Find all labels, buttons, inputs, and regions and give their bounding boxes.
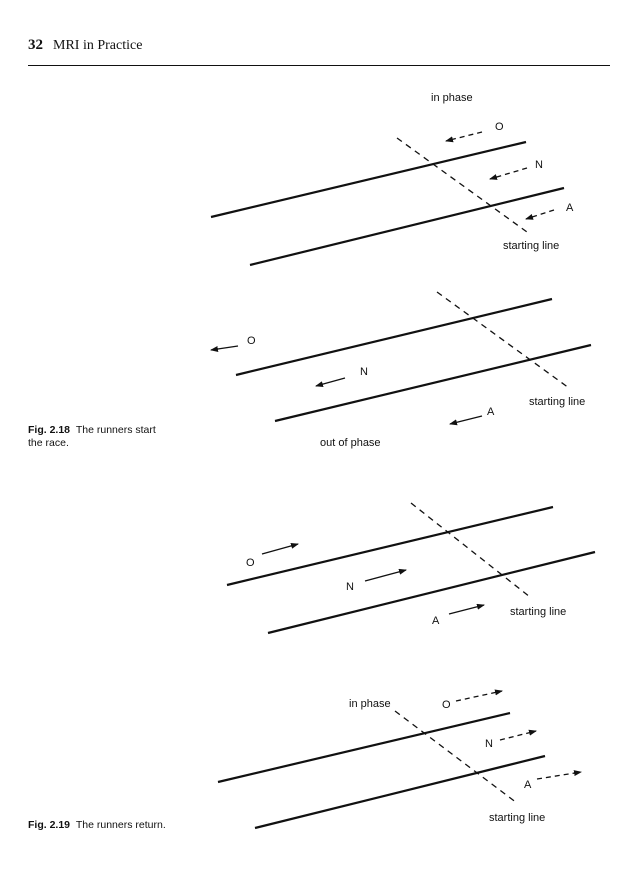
arrow-left-icon	[489, 167, 528, 180]
running-title: MRI in Practice	[53, 38, 143, 53]
out-of-phase-label: out of phase	[320, 437, 381, 449]
arrow-right-icon	[364, 568, 407, 582]
runner-n-label: N	[485, 738, 493, 750]
runner-o-label: O	[495, 121, 504, 133]
caption-text: The runners return.	[75, 819, 166, 831]
runner-a-label: A	[487, 406, 495, 418]
track-line	[226, 505, 554, 587]
starting-line	[394, 710, 518, 804]
panel-start-in-phase: in phase O N A starting line	[210, 92, 574, 267]
runner-a-label: A	[524, 779, 532, 791]
panel-return-in-phase: in phase O N A starting line	[217, 689, 582, 830]
runner-n-label: N	[535, 159, 543, 171]
track-line	[235, 297, 553, 377]
arrow-right-icon	[499, 729, 537, 741]
arrow-left-icon	[449, 415, 483, 426]
figure-caption-2-19: Fig. 2.19 The runners return.	[28, 819, 228, 832]
starting-line-label: starting line	[503, 240, 559, 252]
figure-number: Fig. 2.18	[28, 424, 71, 436]
starting-line	[410, 502, 531, 598]
starting-line	[396, 137, 528, 233]
arrow-left-icon	[210, 345, 239, 352]
starting-line-label: starting line	[529, 396, 585, 408]
runner-o-label: O	[246, 557, 255, 569]
arrow-right-icon	[448, 603, 485, 615]
page-number: 32	[28, 37, 43, 53]
track-line	[217, 711, 511, 784]
caption-text: The runners start	[75, 424, 156, 436]
starting-line-label: starting line	[489, 812, 545, 824]
track-line	[254, 754, 546, 830]
runner-n-label: N	[360, 366, 368, 378]
track-line	[267, 550, 596, 635]
runner-a-label: A	[566, 202, 574, 214]
arrow-right-icon	[455, 689, 503, 702]
runner-a-label: A	[432, 615, 440, 627]
arrow-right-icon	[536, 770, 582, 780]
arrow-right-icon	[261, 542, 299, 555]
arrow-left-icon	[525, 209, 555, 220]
panel-start-out-of-phase: O N A starting line out of phase	[210, 291, 592, 449]
starting-line	[436, 291, 570, 389]
starting-line-label: starting line	[510, 606, 566, 618]
runner-o-label: O	[247, 335, 256, 347]
in-phase-label: in phase	[349, 698, 391, 710]
runner-n-label: N	[346, 581, 354, 593]
figure-number: Fig. 2.19	[28, 819, 71, 831]
in-phase-label: in phase	[431, 92, 473, 104]
page-header: 32 MRI in Practice	[28, 33, 610, 66]
panel-return-out-of-phase: O N A starting line	[226, 502, 596, 635]
caption-text: the race.	[28, 437, 69, 449]
track-line	[274, 343, 592, 423]
arrow-left-icon	[445, 131, 483, 143]
track-line	[249, 186, 565, 267]
arrow-left-icon	[315, 377, 346, 388]
figure-caption-2-18: Fig. 2.18 The runners start the race.	[28, 424, 178, 450]
runner-o-label: O	[442, 699, 451, 711]
track-line	[210, 140, 527, 219]
